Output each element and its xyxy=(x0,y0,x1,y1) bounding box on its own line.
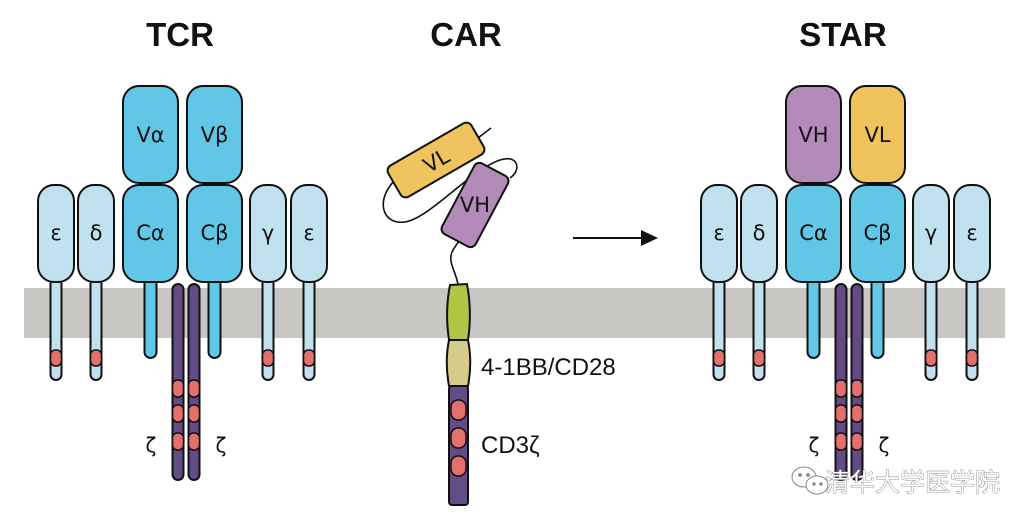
itam-motif xyxy=(712,349,726,367)
domain-tcr-lower-3 xyxy=(186,184,243,283)
vl-box xyxy=(386,121,486,199)
itam-motif xyxy=(965,349,979,367)
zeta-label: ζ xyxy=(216,433,227,457)
car-vh-domain: VH xyxy=(440,161,510,249)
itam-motif xyxy=(49,349,63,367)
domain-tcr-top-1 xyxy=(186,85,243,184)
itam-motif xyxy=(261,349,275,367)
zeta-label: ζ xyxy=(809,433,820,457)
star-complex: ζ ζ ε δ Cα Cβ γ ε VH VL xyxy=(700,85,991,481)
domain-tcr-lower-5 xyxy=(290,184,328,283)
domain-tcr-lower-0 xyxy=(37,184,75,283)
costim-label: 4-1BB/CD28 xyxy=(481,354,616,381)
domain-label: ε xyxy=(966,221,977,245)
domain-star-top-0 xyxy=(785,85,842,184)
domain-label: δ xyxy=(753,221,766,245)
tcr-complex: ζ ζ ε δ Cα Cβ γ ε Vα Vβ xyxy=(37,85,328,481)
vl-terminus xyxy=(477,127,492,139)
domain-tcr-top-0 xyxy=(122,85,179,184)
itam-motif xyxy=(850,379,864,398)
domain-tcr-lower-1 xyxy=(77,184,115,283)
domain-star-lower-0 xyxy=(700,184,738,283)
itam-motif xyxy=(187,432,201,451)
car-vl-domain: VL xyxy=(386,121,486,199)
domain-star-lower-2 xyxy=(785,184,842,283)
itam-motif xyxy=(834,404,848,423)
domain-star-lower-5 xyxy=(953,184,991,283)
itam-motif xyxy=(850,404,864,423)
vh-box xyxy=(440,161,510,249)
domain-label: ε xyxy=(303,221,314,245)
wechat-icon xyxy=(791,466,829,495)
domain-label: VH xyxy=(798,123,828,147)
domain-star-lower-3 xyxy=(849,184,906,283)
domain-tcr-lower-4 xyxy=(249,184,287,283)
domain-label: Cβ xyxy=(863,221,891,245)
itam-motif xyxy=(924,349,938,367)
watermark: 清华大学医学院 xyxy=(791,466,1000,497)
star-title: STAR xyxy=(799,16,887,53)
domain-tcr-lower-2 xyxy=(122,184,179,283)
costim-domain xyxy=(445,339,472,387)
vh-label: VH xyxy=(460,193,490,217)
domain-label: Vα xyxy=(136,123,164,147)
itam-motif xyxy=(450,427,467,449)
itam-motif xyxy=(850,432,864,451)
domain-label: γ xyxy=(262,221,274,245)
domain-label: ε xyxy=(713,221,724,245)
domain-label: ε xyxy=(50,221,61,245)
itam-motif xyxy=(171,404,185,423)
tcr-title: TCR xyxy=(146,16,214,53)
itam-motif xyxy=(171,432,185,451)
domain-label: Cβ xyxy=(200,221,228,245)
domain-label: Cα xyxy=(136,221,165,245)
zeta-label: ζ xyxy=(879,433,890,457)
itam-motif xyxy=(302,349,316,367)
domain-label: δ xyxy=(90,221,103,245)
zeta-label: ζ xyxy=(146,433,157,457)
watermark-text: 清华大学医学院 xyxy=(825,468,1000,497)
domain-label: Vβ xyxy=(201,123,229,147)
itam-motif xyxy=(450,399,467,421)
itam-motif xyxy=(834,379,848,398)
car-title: CAR xyxy=(430,16,502,53)
scfv-linker xyxy=(382,157,518,223)
itam-motif xyxy=(187,379,201,398)
transmembrane-domain xyxy=(446,282,471,341)
itam-motif xyxy=(171,379,185,398)
itam-motif xyxy=(834,432,848,451)
itam-motif xyxy=(450,455,467,477)
domain-star-top-1 xyxy=(849,85,906,184)
itam-motif xyxy=(89,349,103,367)
domain-star-lower-4 xyxy=(912,184,950,283)
cd3zeta-label: CD3ζ xyxy=(481,432,540,459)
itam-motif xyxy=(752,349,766,367)
domain-label: γ xyxy=(925,221,937,245)
domain-label: Cα xyxy=(799,221,828,245)
transition-arrow xyxy=(573,230,658,246)
domain-star-lower-1 xyxy=(740,184,778,283)
arrow-head-icon xyxy=(641,230,658,246)
itam-motif xyxy=(187,404,201,423)
domain-label: VL xyxy=(864,123,890,147)
